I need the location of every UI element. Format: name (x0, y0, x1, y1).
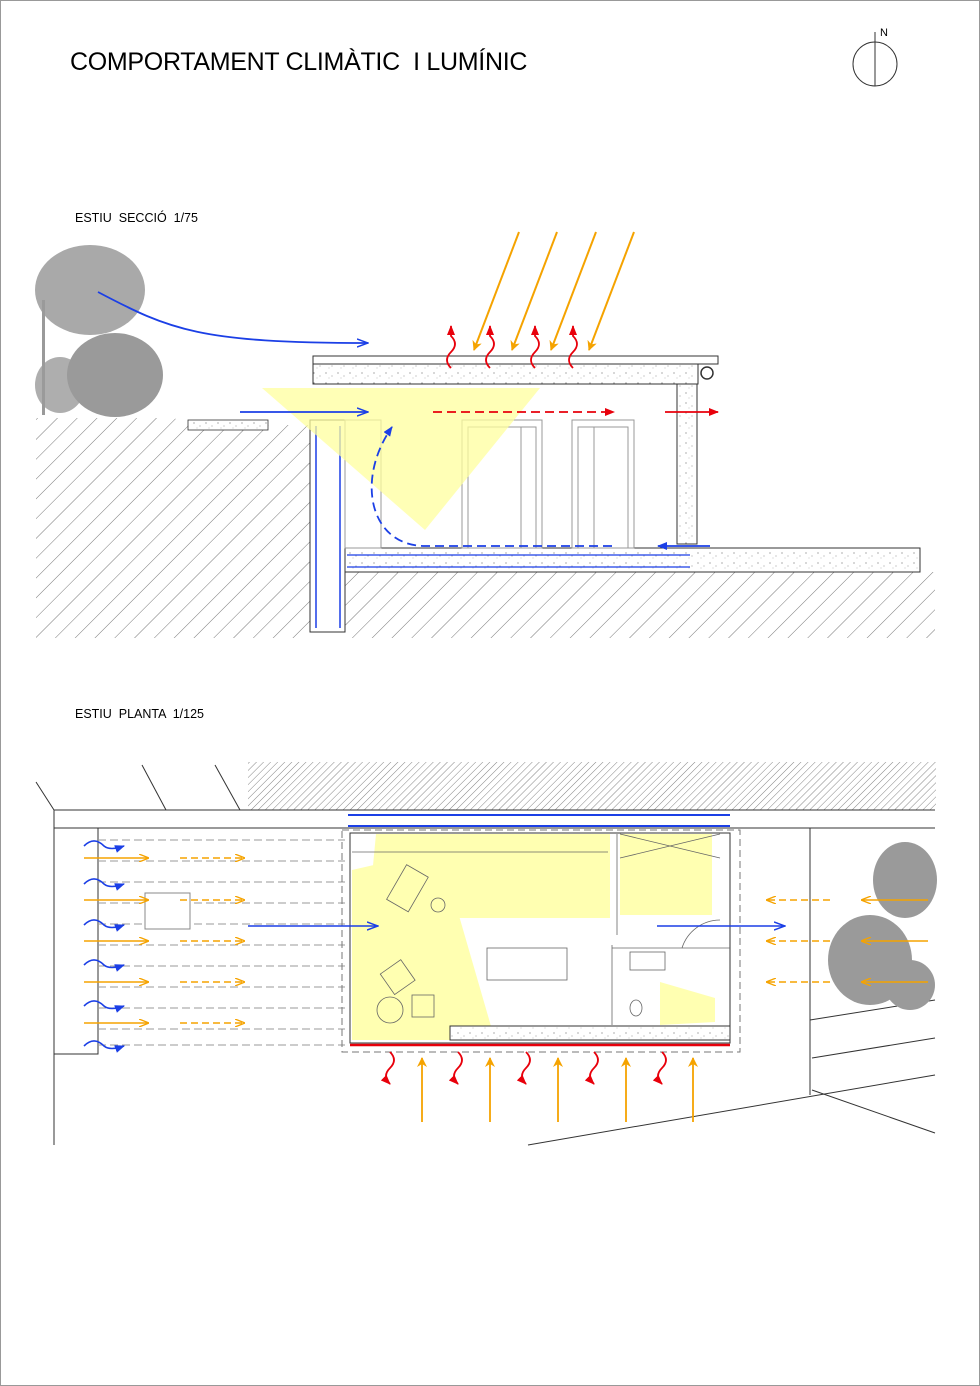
plan-sun-rays (417, 1057, 698, 1122)
south-wall (449, 1025, 731, 1041)
sheet-title: COMPORTAMENT CLIMÀTIC I LUMÍNIC (70, 48, 528, 76)
building-outline (341, 829, 741, 1053)
earth-strip (248, 762, 936, 810)
facade-wall (676, 383, 698, 545)
heat-waves (446, 325, 578, 369)
north-label: N (880, 27, 888, 39)
section-label: ESTIU SECCIÓ 1/75 (75, 211, 198, 225)
outdoor-table (144, 892, 191, 930)
roof-deck (312, 355, 719, 365)
plan-warm-air (84, 858, 928, 1023)
plan-heat-waves (380, 1051, 667, 1085)
plan-label: ESTIU PLANTA 1/125 (75, 707, 204, 721)
light-cone (262, 388, 540, 530)
ground-right (345, 572, 935, 638)
tree-icon (828, 842, 937, 1010)
north-arrow-icon: N (852, 27, 898, 87)
floor-slab (344, 547, 921, 573)
section-drawing (35, 231, 935, 638)
pergola-lines (98, 839, 345, 1046)
blind-roll-icon (700, 366, 714, 380)
furniture (352, 833, 730, 1025)
plan-air-waves (83, 840, 785, 1053)
air-flows (97, 291, 710, 550)
plan-drawing (35, 762, 937, 1146)
terrace-slab (187, 419, 269, 431)
roof-slab (312, 363, 699, 385)
tree-icon (35, 245, 163, 417)
ground-left (36, 418, 310, 638)
sun-rays (472, 231, 635, 351)
